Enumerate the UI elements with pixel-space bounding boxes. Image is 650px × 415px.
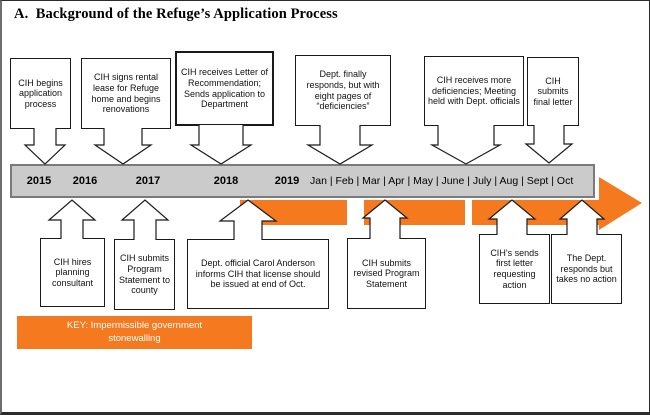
section-title: A. Background of the Refuge’s Applicatio…	[14, 6, 338, 22]
event-cih-submits-program-statement: CIH submits Program Statement to county	[114, 239, 175, 310]
down-arrow-1	[23, 128, 67, 165]
event-cih-receives-letter: CIH receives Letter of Recommendation; S…	[175, 51, 274, 126]
down-arrow-5	[429, 125, 503, 165]
down-arrow-4	[305, 125, 375, 165]
up-arrow-1	[47, 199, 97, 239]
event-cih-hires-consultant: CIH hires planning consultant	[40, 238, 105, 307]
down-arrow-6	[524, 125, 574, 164]
event-dept-no-action: The Dept. responds but takes no action	[551, 234, 622, 304]
event-cih-submits-revised-statement: CIH submits revised Program Statement	[347, 238, 426, 309]
event-cih-signs-rental-lease: CIH signs rental lease for Refuge home a…	[81, 58, 171, 129]
stonewalling-arrowhead	[599, 177, 642, 230]
event-cih-submits-final-letter: CIH submits final letter	[527, 57, 579, 126]
event-cih-receives-more-deficiencies: CIH receives more deficiencies; Meeting …	[424, 56, 524, 126]
event-cih-begins-application: CIH begins application process	[10, 58, 71, 129]
up-arrow-6	[558, 199, 606, 235]
legend-key-label: KEY: Impermissible government stonewalli…	[66, 320, 203, 344]
event-carol-anderson-informs: Dept. official Carol Anderson informs CI…	[187, 239, 329, 309]
legend-key: KEY: Impermissible government stonewalli…	[17, 316, 252, 349]
up-arrow-2	[120, 199, 170, 240]
year-2018: 2018	[213, 175, 239, 187]
year-2019: 2019	[274, 175, 300, 187]
stonewalling-segment-2	[364, 200, 465, 225]
event-dept-finally-responds: Dept. finally responds, but with eight p…	[295, 55, 391, 126]
year-2016: 2016	[72, 175, 98, 187]
down-arrow-3	[188, 125, 254, 165]
event-cih-first-letter: CIH’s sends first letter requesting acti…	[479, 234, 550, 304]
down-arrow-2	[93, 128, 153, 165]
stonewalling-segment-3	[472, 200, 599, 225]
year-2017: 2017	[135, 175, 161, 187]
timeline-bar: 2015 2016 2017 2018 2019 Jan | Feb | Mar…	[10, 164, 595, 198]
up-arrow-3	[218, 199, 278, 240]
up-arrow-5	[487, 199, 537, 235]
up-arrow-4	[361, 199, 409, 239]
year-2015: 2015	[26, 175, 52, 187]
stonewalling-segment-1	[240, 200, 347, 225]
month-labels: Jan | Feb | Mar | Apr | May | June | Jul…	[310, 175, 574, 187]
